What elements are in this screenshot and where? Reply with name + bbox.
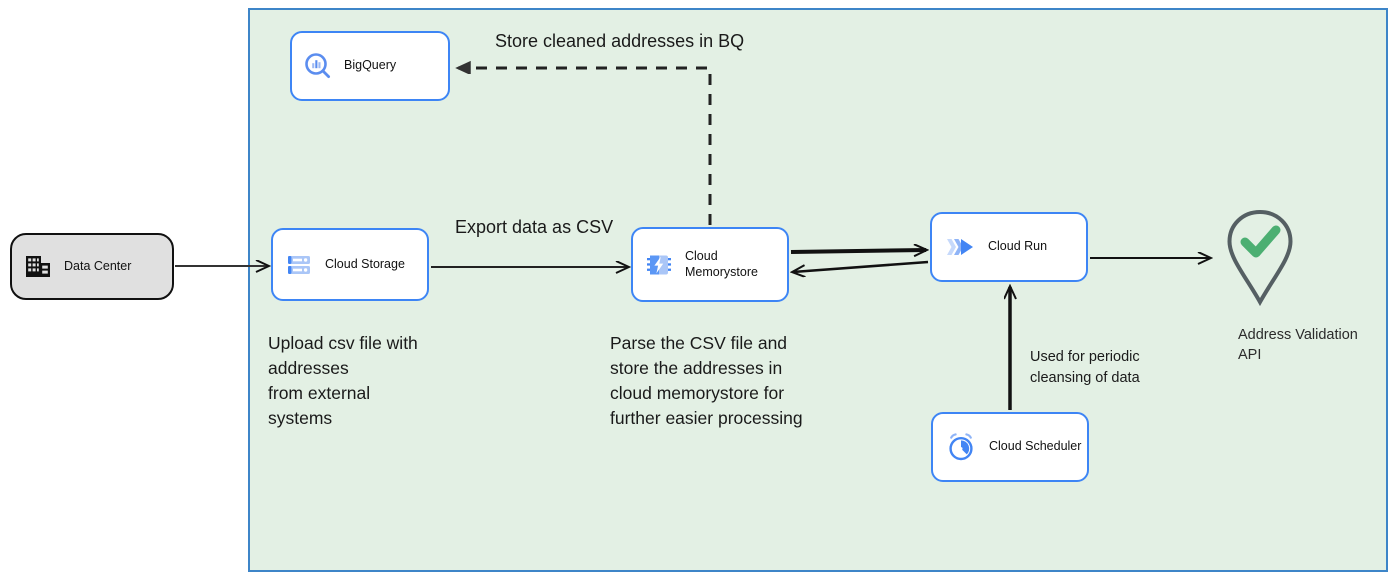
node-label-memorystore-line1: Cloud — [685, 249, 718, 264]
node-label-data-center: Data Center — [64, 258, 132, 273]
node-label-cloud-run: Cloud Run — [988, 239, 1048, 254]
node-data-center[interactable]: Data Center — [10, 233, 174, 300]
annotation-upload: Upload csv file with addresses from exte… — [268, 333, 418, 428]
node-address-validation-api[interactable] — [1216, 205, 1306, 310]
cloud-memorystore-icon — [633, 251, 685, 279]
node-label-cloud-storage: Cloud Storage — [325, 256, 405, 271]
map-pin-check-icon — [1227, 209, 1293, 307]
node-cloud-memorystore[interactable]: Cloud Memorystore — [631, 227, 789, 302]
cloud-run-icon — [932, 233, 988, 261]
node-bigquery[interactable]: BigQuery — [290, 31, 450, 101]
cloud-storage-icon — [273, 251, 325, 279]
annotation-parse: Parse the CSV file and store the address… — [610, 333, 803, 428]
google-cloud-boundary — [248, 8, 1388, 572]
node-label-address-validation-api: Address Validation API — [1238, 327, 1358, 363]
edge-label-periodic-cleansing: Used for periodic cleansing of data — [1030, 349, 1140, 386]
node-cloud-storage[interactable]: Cloud Storage — [271, 228, 429, 301]
bigquery-icon — [292, 51, 344, 81]
node-label-memorystore-line2: Memorystore — [685, 264, 758, 279]
node-label-cloud-scheduler: Cloud Scheduler — [989, 439, 1082, 454]
node-cloud-run[interactable]: Cloud Run — [930, 212, 1088, 282]
edge-label-store-in-bq: Store cleaned addresses in BQ — [495, 31, 745, 51]
node-cloud-scheduler[interactable]: Cloud Scheduler — [931, 412, 1089, 482]
cloud-scheduler-icon — [933, 432, 989, 462]
node-label-cloud-memorystore: Cloud Memorystore — [685, 249, 758, 280]
data-center-icon — [12, 253, 64, 281]
node-label-bigquery: BigQuery — [344, 58, 397, 73]
edge-label-export-csv: Export data as CSV — [455, 217, 614, 237]
